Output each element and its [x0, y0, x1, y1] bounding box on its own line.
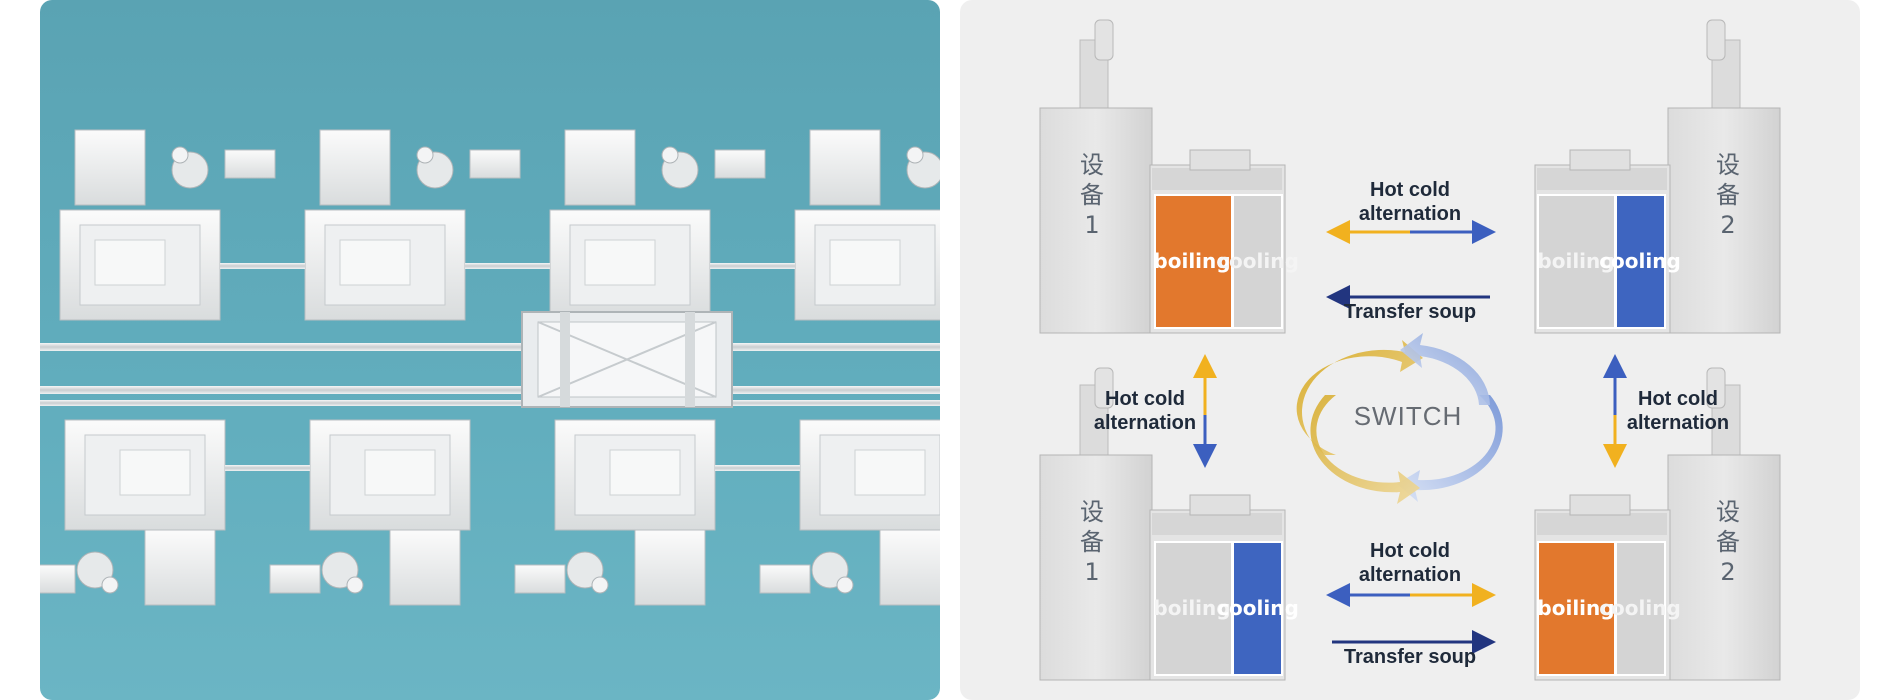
unit-top-left: boiling cooling 设 备 1: [1039, 19, 1299, 334]
device-label-char: 2: [1720, 211, 1735, 239]
device-label-char: 设: [1716, 498, 1740, 526]
boiling-label: boiling: [1153, 249, 1230, 273]
cabinet: [1667, 107, 1781, 334]
middle-right-hot-cold-label-line2: alternation: [1627, 412, 1729, 434]
switch-cycle: [1296, 333, 1503, 504]
middle-right-hot-cold-label-line1: Hot cold: [1638, 388, 1718, 410]
boiling-label: boiling: [1537, 596, 1614, 620]
unit-top-right: boiling cooling 设 备 2: [1534, 19, 1781, 334]
boiling-compartment: [1154, 194, 1233, 329]
production-line-render: [40, 0, 940, 700]
device-label-char: 设: [1080, 151, 1104, 179]
cooling-compartment: [1232, 541, 1283, 676]
cooling-label: cooling: [1599, 596, 1681, 620]
cooling-label: cooling: [1217, 249, 1299, 273]
cabinet: [1039, 454, 1153, 681]
device-label-char: 1: [1084, 211, 1099, 239]
production-line-illustration: [40, 129, 940, 606]
bottom-transfer-label: Transfer soup: [1344, 646, 1476, 668]
transfer-frame: [521, 311, 733, 408]
top-transfer-label: Transfer soup: [1344, 301, 1476, 323]
device-label-char: 设: [1080, 498, 1104, 526]
device-label-char: 备: [1716, 181, 1740, 209]
cooling-label: cooling: [1217, 596, 1299, 620]
device-label-char: 备: [1080, 528, 1104, 556]
device-label-char: 1: [1084, 558, 1099, 586]
top-hot-cold-label-line2: alternation: [1359, 203, 1461, 225]
boiling-compartment: [1537, 194, 1616, 329]
cabinet: [1667, 454, 1781, 681]
middle-left-hot-cold-label-line1: Hot cold: [1105, 388, 1185, 410]
cooling-label: cooling: [1599, 249, 1681, 273]
device-label-char: 备: [1080, 181, 1104, 209]
alternation-diagram: boiling cooling 设 备 1 boiling cooling 设 …: [960, 0, 1860, 700]
boiling-label: boiling: [1153, 596, 1230, 620]
device-label-char: 设: [1716, 151, 1740, 179]
cabinet: [1039, 107, 1153, 334]
cooling-compartment: [1615, 541, 1666, 676]
device-label-char: 备: [1716, 528, 1740, 556]
boiling-label: boiling: [1537, 249, 1614, 273]
alternation-diagram-svg: boiling cooling 设 备 1 boiling cooling 设 …: [1039, 19, 1781, 681]
device-label-char: 2: [1720, 558, 1735, 586]
boiling-compartment: [1537, 541, 1616, 676]
bottom-hot-cold-label-line1: Hot cold: [1370, 540, 1450, 562]
unit-bottom-right: boiling cooling 设 备 2: [1534, 367, 1781, 681]
cooling-compartment: [1615, 194, 1666, 329]
cooling-compartment: [1232, 194, 1283, 329]
bottom-hot-cold-label-line2: alternation: [1359, 564, 1461, 586]
top-hot-cold-label-line1: Hot cold: [1370, 179, 1450, 201]
middle-left-hot-cold-label-line2: alternation: [1094, 412, 1196, 434]
switch-label: SWITCH: [1354, 401, 1463, 431]
unit-bottom-left: boiling cooling 设 备 1: [1039, 367, 1299, 681]
